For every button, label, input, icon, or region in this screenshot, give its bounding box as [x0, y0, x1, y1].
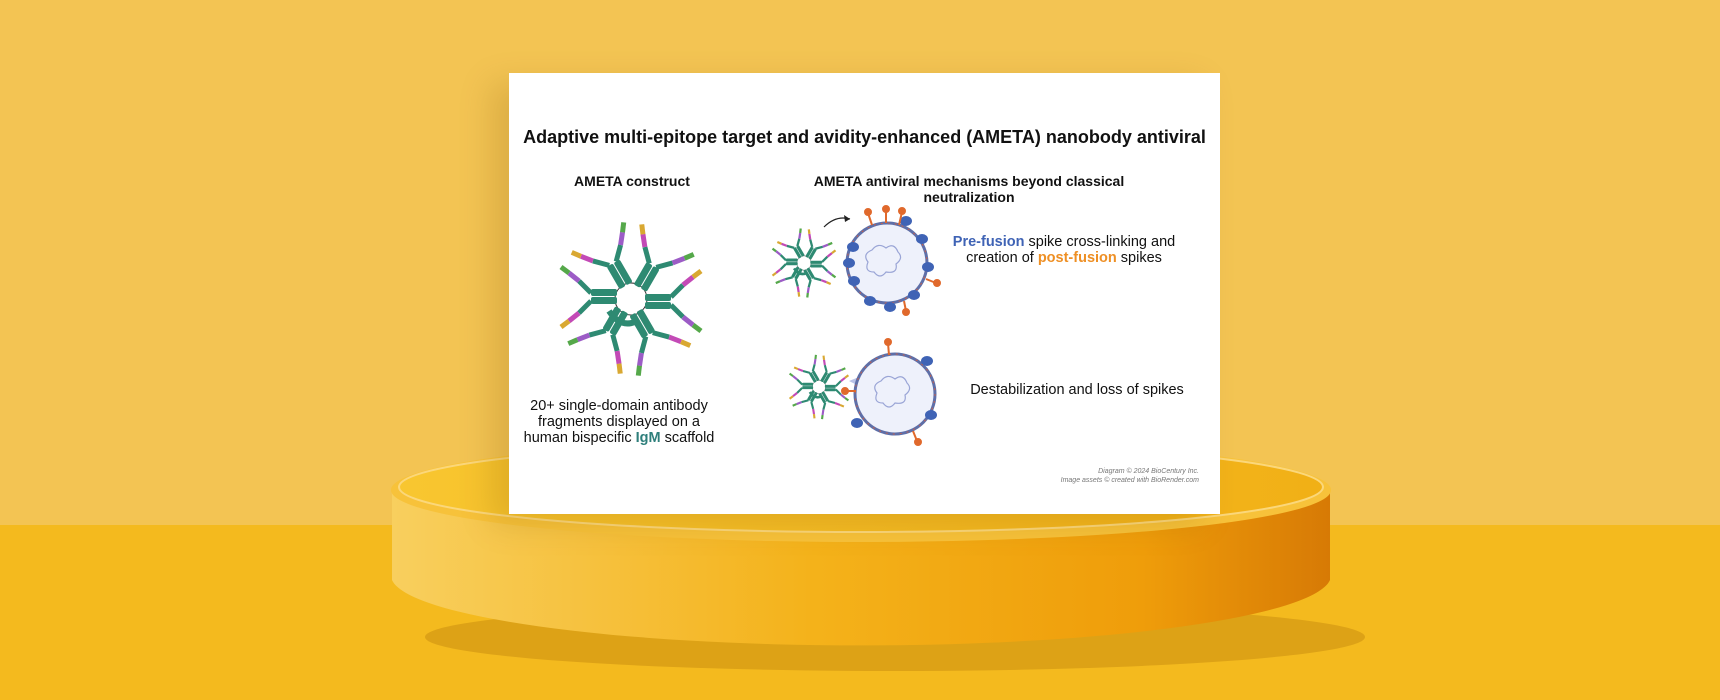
credit-text: Diagram © 2024 BioCentury Inc. Image ass… — [1061, 467, 1199, 485]
diagram-card: Adaptive multi-epitope target and avidit… — [509, 73, 1220, 514]
igm-highlight: IgM — [635, 430, 661, 446]
mechanism1-text1: spike cross-linking and — [1024, 234, 1176, 250]
mechanism1-text2: creation of — [966, 250, 1038, 266]
credit-line2: Image assets © created with BioRender.co… — [1060, 477, 1199, 484]
construct-caption-suffix: scaffold — [660, 430, 715, 446]
construct-caption-line1: 20+ single-domain antibody — [530, 398, 708, 414]
construct-section-title: AMETA construct — [574, 173, 690, 189]
mechanism1-caption: Pre-fusion spike cross-linking and creat… — [951, 234, 1177, 266]
igm-construct-illustration — [537, 211, 703, 386]
mechanisms-section-title: AMETA antiviral mechanisms beyond classi… — [813, 173, 1125, 205]
prefusion-highlight: Pre-fusion — [952, 234, 1025, 250]
credit-line1: Diagram © 2024 BioCentury Inc. — [1098, 468, 1199, 475]
construct-caption-line3: human bispecific IgM scaffold — [521, 430, 717, 446]
mechanism1-line2: creation of post-fusion spikes — [951, 250, 1177, 266]
diagram-title: Adaptive multi-epitope target and avidit… — [523, 127, 1206, 147]
mechanism1-line1: Pre-fusion spike cross-linking and — [951, 234, 1177, 250]
prefusion-crosslinking-illustration — [764, 205, 941, 316]
construct-caption-line2: fragments displayed on a — [537, 414, 700, 430]
construct-caption-prefix: human bispecific — [523, 430, 636, 446]
postfusion-highlight: post-fusion — [1037, 250, 1117, 266]
spike-destabilization-illustration — [777, 338, 937, 446]
mechanism2-caption: Destabilization and loss of spikes — [970, 382, 1184, 398]
construct-caption: 20+ single-domain antibody fragments dis… — [521, 398, 717, 446]
mechanism1-text3: spikes — [1116, 250, 1162, 266]
